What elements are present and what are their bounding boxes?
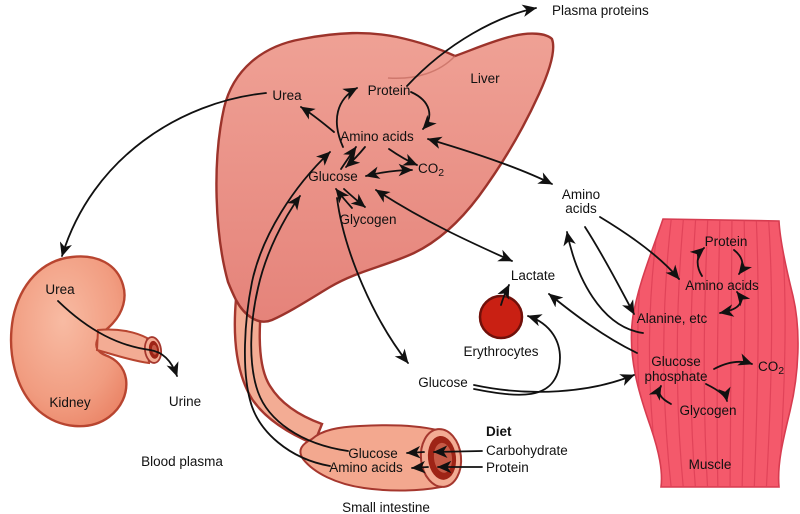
liver-lobe-line (387, 55, 456, 80)
arrow-to-intestine-aa (411, 460, 429, 474)
arrow-protein-to-aa (410, 91, 437, 130)
label-plasma-proteins: Plasma proteins (552, 3, 649, 18)
kidney-shape (9, 255, 128, 428)
arrow-blood-glucose-to-gp (473, 374, 635, 393)
label-blood-glucose: Glucose (418, 375, 468, 390)
label-liver-protein: Protein (368, 83, 411, 98)
arrow-blood-aa-to-alanine (584, 226, 635, 315)
arrow-aa-to-protein (335, 87, 358, 148)
arrow-muscle-aa-alanine-double (719, 291, 751, 317)
label-glucose-phosphate-line2: phosphate (644, 369, 707, 384)
arrow-portal-to-liver-glucose (250, 195, 349, 452)
label-alanine: Alanine, etc (637, 311, 708, 326)
label-glucose-phosphate-line1: Glucose (651, 354, 701, 369)
label-intestine-amino-acids: Amino acids (329, 460, 403, 475)
arrow-glucose-lactate-double (375, 189, 513, 262)
label-kidney-urea: Urea (45, 282, 75, 297)
label-lactate: Lactate (511, 268, 555, 283)
label-diet-carbohydrate: Carbohydrate (486, 443, 568, 458)
label-muscle: Muscle (689, 457, 732, 472)
arrow-alanine-to-blood-aa (563, 231, 644, 334)
label-diet-protein: Protein (486, 460, 529, 475)
liver-shape (215, 31, 555, 323)
muscle-shape (630, 218, 799, 488)
arrows (57, 4, 753, 474)
arrow-gp-to-muscle-co2 (713, 353, 753, 370)
label-liver-urea: Urea (272, 88, 302, 103)
arrow-muscle-aa-to-protein (689, 247, 705, 277)
label-intestine-glucose: Glucose (348, 446, 398, 461)
label-liver: Liver (470, 71, 500, 86)
label-liver-glycogen: Glycogen (339, 212, 396, 227)
arrow-erythrocytes-to-lactate (497, 284, 510, 306)
arrow-gp-to-lactate (548, 293, 638, 354)
label-muscle-protein: Protein (705, 234, 748, 249)
arrow-glycogen-to-gp (648, 385, 672, 405)
arrow-aa-to-co2 (388, 148, 418, 166)
small-intestine-shape (299, 424, 442, 492)
arrow-blood-aa-to-muscle-aa (599, 216, 680, 280)
arrow-carbohydrate-to-intestine (433, 445, 483, 459)
label-muscle-amino-acids: Amino acids (685, 278, 759, 293)
arrow-urea-to-urine (57, 300, 179, 377)
arrow-glycogen-to-glucose (335, 188, 353, 209)
arrow-portal-to-liver-aa (244, 151, 331, 467)
arrow-to-intestine-glucose (406, 445, 425, 459)
label-blood-amino-line2: acids (565, 201, 597, 216)
label-blood-amino-line1: Amino (562, 187, 600, 202)
label-kidney: Kidney (49, 395, 91, 410)
arrow-muscle-protein-to-aa (733, 249, 753, 275)
arrow-protein-to-plasma-proteins (406, 4, 537, 87)
arrow-glucose-co2-double (365, 163, 413, 179)
label-liver-amino-acids: Amino acids (340, 129, 414, 144)
arrow-liver-urea-to-kidney (59, 92, 267, 257)
arrow-liver-to-blood-glucose (336, 197, 409, 364)
label-liver-co2: CO2 (418, 161, 444, 179)
arrow-liver-aa-blood-aa-double (427, 136, 553, 185)
arrow-aa-to-urea (300, 106, 335, 133)
label-diet: Diet (486, 424, 512, 439)
arrow-glucose-to-aa (340, 146, 357, 170)
labels: Plasma proteins Liver Urea Protein Amino… (45, 3, 784, 514)
label-erythrocytes: Erythrocytes (463, 344, 538, 359)
label-urine: Urine (169, 394, 201, 409)
label-blood-plasma: Blood plasma (141, 454, 223, 469)
label-muscle-glycogen: Glycogen (679, 403, 736, 418)
arrow-gp-to-glycogen (705, 383, 731, 402)
label-small-intestine: Small intestine (342, 500, 430, 514)
arrow-blood-glucose-to-erythrocytes (473, 314, 561, 396)
label-liver-glucose: Glucose (308, 169, 358, 184)
label-muscle-co2: CO2 (758, 359, 784, 377)
